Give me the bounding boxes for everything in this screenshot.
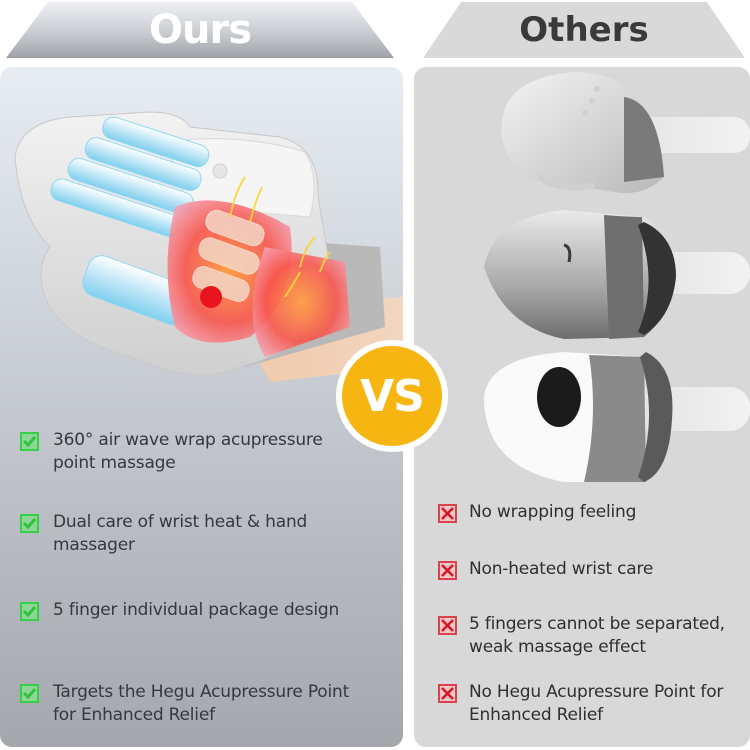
ours-feature-text: 360° air wave wrap acupressure point mas… xyxy=(53,430,323,473)
ours-feature-item: Targets the Hegu Acupressure Point for E… xyxy=(20,681,370,727)
others-feature-item: No Hegu Acupressure Point for Enhanced R… xyxy=(438,681,750,727)
others-feature-text: No Hegu Acupressure Point for Enhanced R… xyxy=(469,682,724,725)
ours-feature-text: Targets the Hegu Acupressure Point for E… xyxy=(53,682,350,725)
ours-panel: 360° air wave wrap acupressure point mas… xyxy=(0,67,403,747)
red-x-icon xyxy=(438,504,457,523)
others-panel: No wrapping feeling Non-heated wrist car… xyxy=(414,67,750,747)
glove-massager-illustration xyxy=(14,111,403,382)
vs-badge: VS xyxy=(336,340,448,452)
vs-label: VS xyxy=(360,370,425,422)
red-x-icon xyxy=(438,684,457,703)
others-feature-item: No wrapping feeling xyxy=(438,501,636,524)
others-feature-text: Non-heated wrist care xyxy=(469,559,654,579)
ours-feature-text: 5 finger individual package design xyxy=(53,600,340,620)
ours-header-label: Ours xyxy=(148,7,252,53)
green-check-icon xyxy=(20,432,39,451)
others-header-tab: Others xyxy=(422,2,746,58)
ours-feature-item: 5 finger individual package design xyxy=(20,599,339,622)
others-feature-item: Non-heated wrist care xyxy=(438,558,653,581)
others-feature-item: 5 fingers cannot be separated, weak mass… xyxy=(438,613,750,659)
others-feature-text: 5 fingers cannot be separated, weak mass… xyxy=(469,614,725,657)
ours-feature-item: Dual care of wrist heat & hand massager xyxy=(20,511,370,557)
red-x-icon xyxy=(438,561,457,580)
others-feature-text: No wrapping feeling xyxy=(469,502,637,522)
green-check-icon xyxy=(20,602,39,621)
red-x-icon xyxy=(438,616,457,635)
green-check-icon xyxy=(20,514,39,533)
ours-feature-text: Dual care of wrist heat & hand massager xyxy=(53,512,308,555)
acupressure-point-dot xyxy=(200,286,222,308)
green-check-icon xyxy=(20,684,39,703)
ours-feature-item: 360° air wave wrap acupressure point mas… xyxy=(20,429,370,475)
ours-header-tab: Ours xyxy=(6,2,394,58)
competitor-massagers-illustration xyxy=(484,72,750,482)
others-header-label: Others xyxy=(519,10,649,50)
